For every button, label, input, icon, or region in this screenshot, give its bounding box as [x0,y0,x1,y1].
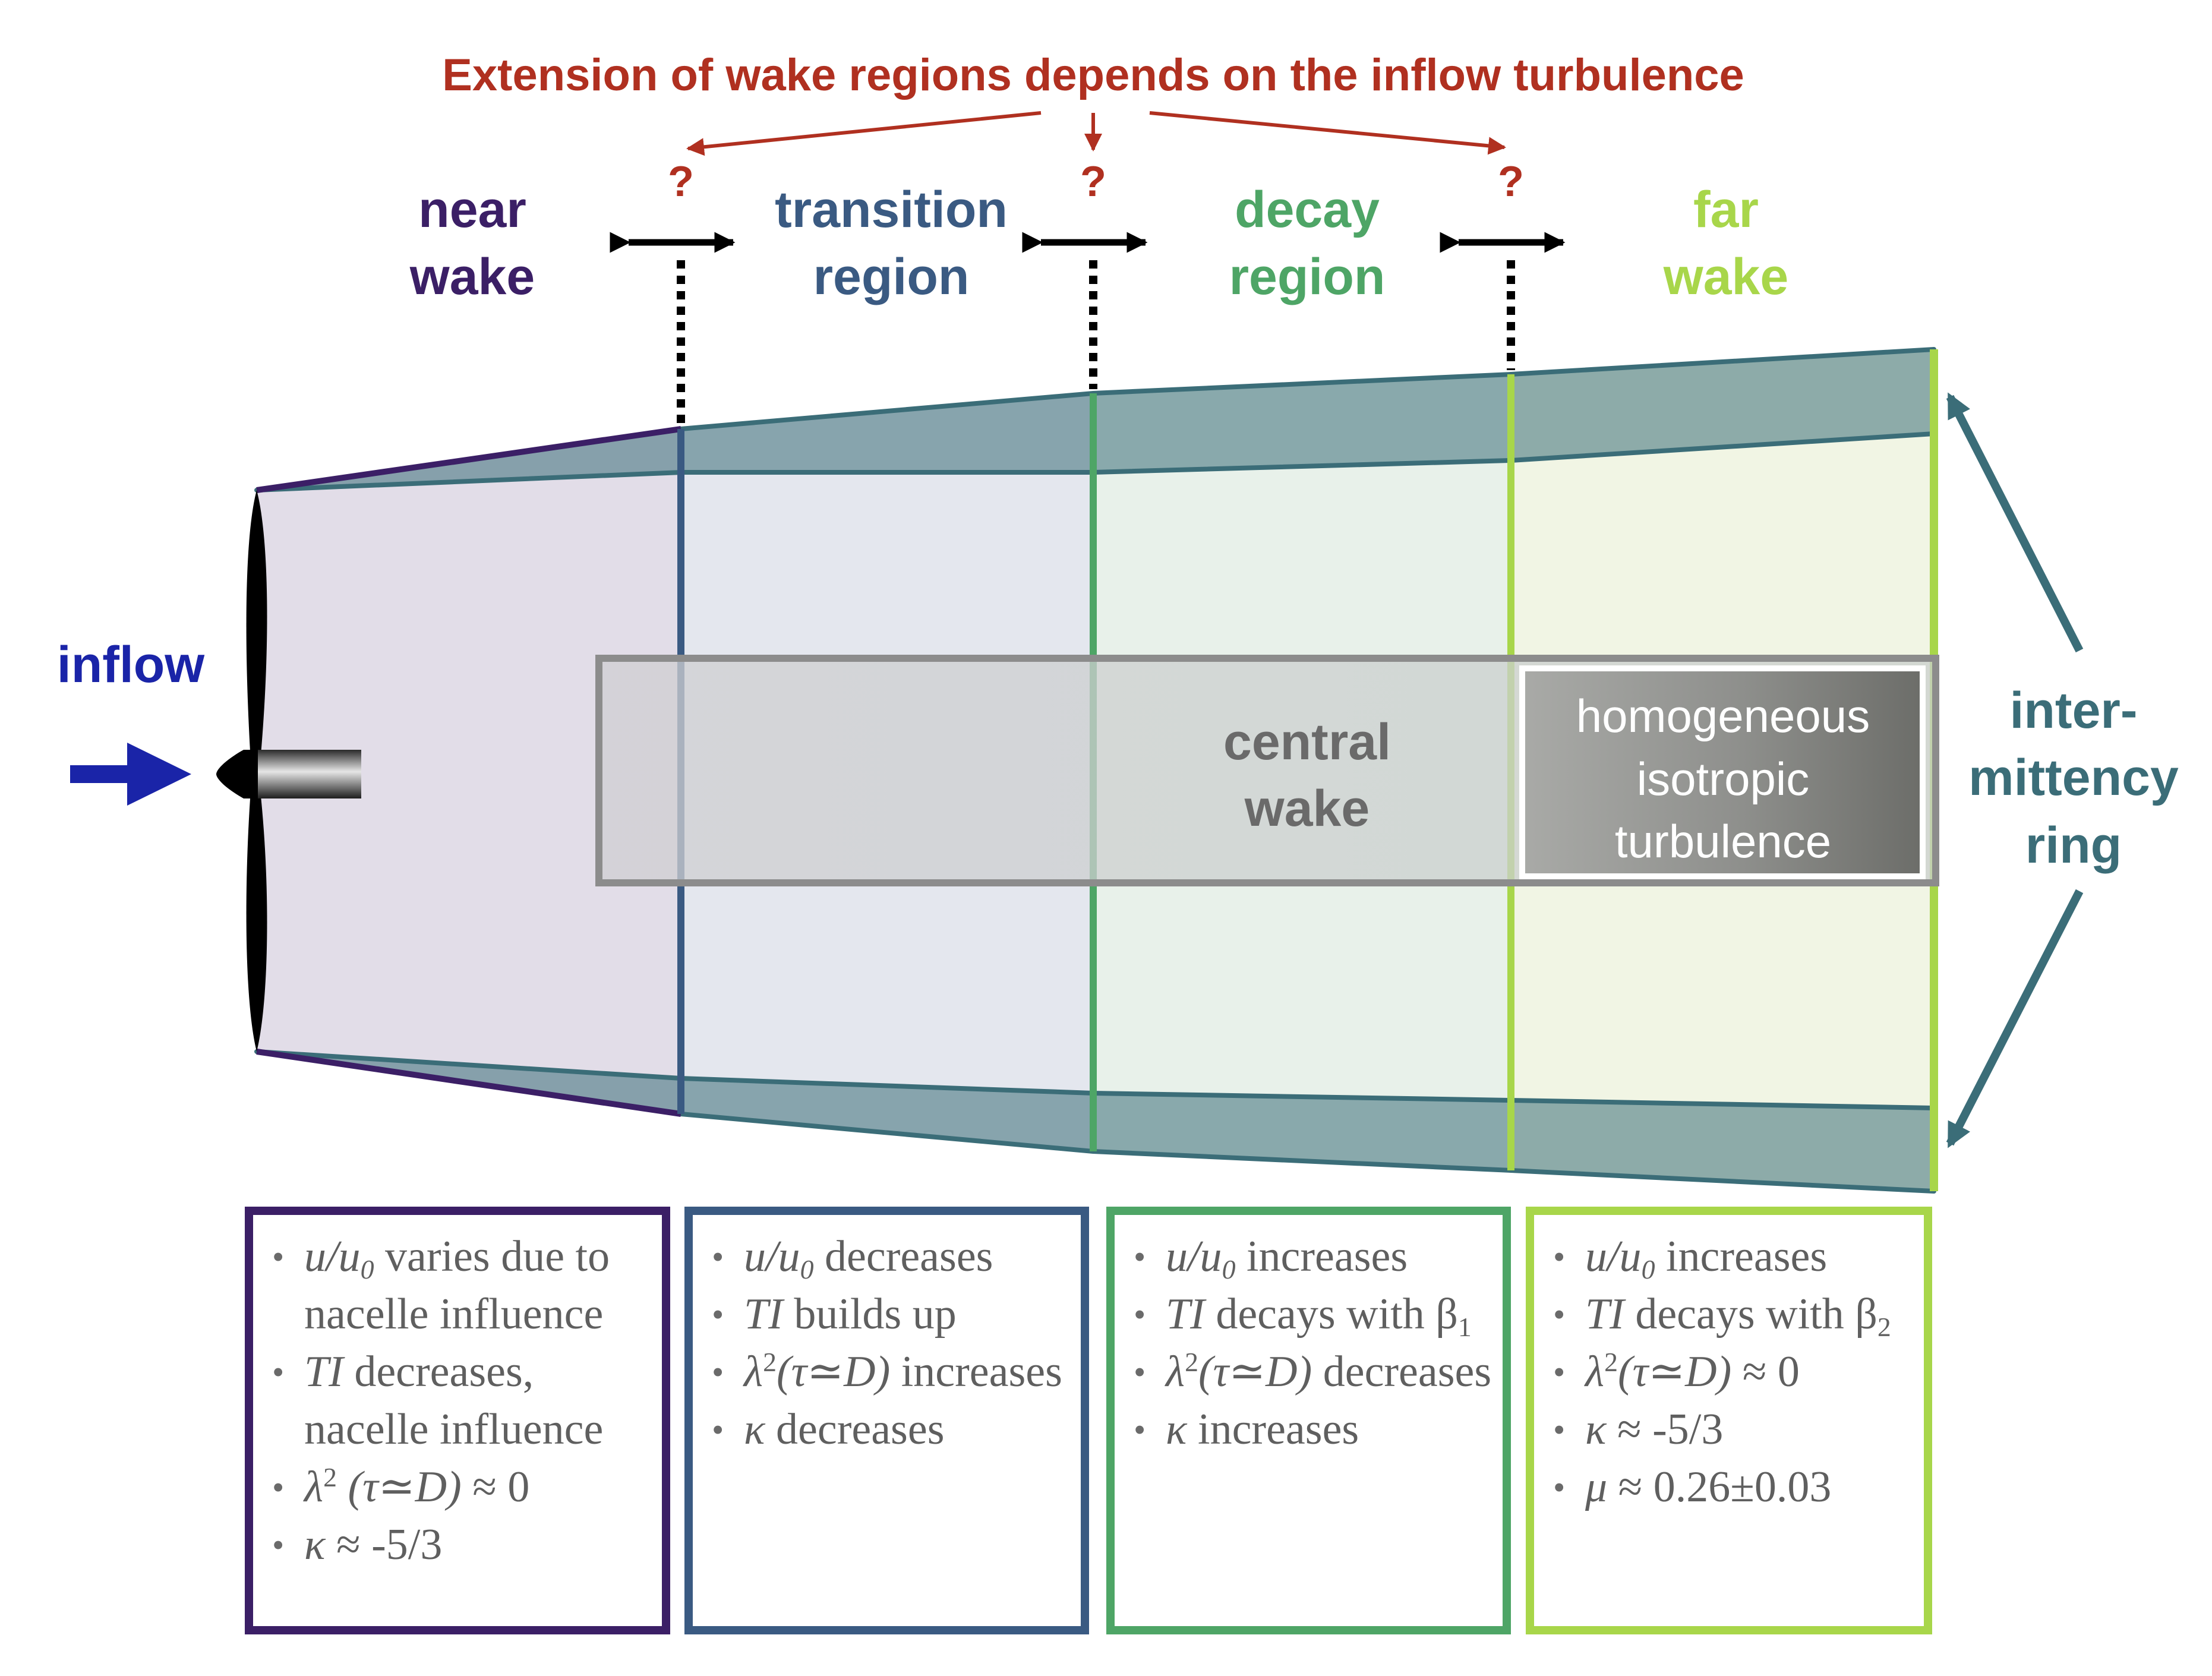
transition-bullet-ti: TI builds up [707,1286,1070,1343]
near-wake-region [257,429,681,1114]
turbine-blade-bottom [246,790,267,1052]
question-mark-2: ? [1080,158,1106,206]
decay-bullet-lambda: λ2(τ≃D) decreases [1129,1343,1492,1401]
label-transition-line1: transition [775,181,1008,238]
label-far-line2: wake [1663,248,1788,305]
boundary-marker-3 [1440,232,1566,370]
decay-bullet-velocity: u/u0 increases [1129,1228,1492,1286]
inflow-label: inflow [57,636,205,693]
far-wake-info-box: u/u0 increases TI decays with β2 λ2(τ≃D)… [1526,1207,1932,1634]
near-bullet-kappa: κ ≈ -5/3 [267,1516,651,1574]
near-bullet-ti: TI decreases, nacelle influence [267,1343,651,1459]
turbine-blade-top [246,490,267,762]
far-bullet-ti: TI decays with β2 [1548,1286,1913,1343]
transition-bullet-kappa: κ decreases [707,1401,1070,1459]
intermittency-line3: ring [2025,817,2122,874]
near-bullet-velocity: u/u0 varies due to nacelle influence [267,1228,651,1343]
far-bullet-kappa: κ ≈ -5/3 [1548,1401,1913,1459]
intermittency-line1: inter- [2010,682,2138,739]
decay-bullet-kappa: κ increases [1129,1401,1492,1459]
label-far-line1: far [1693,181,1759,238]
red-arrow-right-icon [1149,111,1506,155]
question-mark-3: ? [1498,158,1524,206]
label-decay-line2: region [1229,248,1386,305]
transition-info-box: u/u0 decreases TI builds up λ2(τ≃D) incr… [684,1207,1089,1634]
decay-bullet-ti: TI decays with β1 [1129,1286,1492,1343]
wind-turbine-icon [216,490,361,1052]
inflow-arrow-icon [70,743,191,806]
intermittency-arrow-up-icon [1946,392,2084,653]
boundary-marker-2 [1022,232,1148,389]
transition-bullet-lambda: λ2(τ≃D) increases [707,1343,1070,1401]
question-mark-1: ? [668,158,694,206]
central-wake-line1: central [1223,714,1391,771]
label-near-line1: near [418,181,526,238]
boundary-marker-1 [610,232,736,425]
title-pointer-arrows [686,111,1506,156]
hit-zone [1519,665,1926,879]
hit-line1: homogeneous [1576,690,1870,742]
far-bullet-lambda: λ2(τ≃D) ≈ 0 [1548,1343,1913,1401]
transition-bullet-velocity: u/u0 decreases [707,1228,1070,1286]
label-near-line2: wake [409,248,535,305]
central-wake-line2: wake [1244,780,1370,837]
intermittency-line2: mittency [1968,749,2179,806]
red-arrow-left-icon [686,111,1042,156]
near-wake-info-box: u/u0 varies due to nacelle influence TI … [245,1207,670,1634]
far-bullet-mu: μ ≈ 0.26±0.03 [1548,1459,1913,1516]
near-bullet-lambda: λ2 (τ≃D) ≈ 0 [267,1459,651,1516]
hit-line2: isotropic [1637,753,1809,805]
near-wake-outline-top [256,426,681,493]
nacelle [254,750,361,798]
decay-info-box: u/u0 increases TI decays with β1 λ2(τ≃D)… [1106,1207,1511,1634]
label-decay-line1: decay [1235,181,1380,238]
far-bullet-velocity: u/u0 increases [1548,1228,1913,1286]
intermittency-arrow-down-icon [1946,889,2084,1148]
label-transition-line2: region [813,248,970,305]
turbine-hub [216,750,258,798]
hit-line3: turbulence [1615,815,1831,867]
diagram-title: Extension of wake regions depends on the… [442,50,1744,100]
near-wake-outline-bottom [256,1049,681,1117]
